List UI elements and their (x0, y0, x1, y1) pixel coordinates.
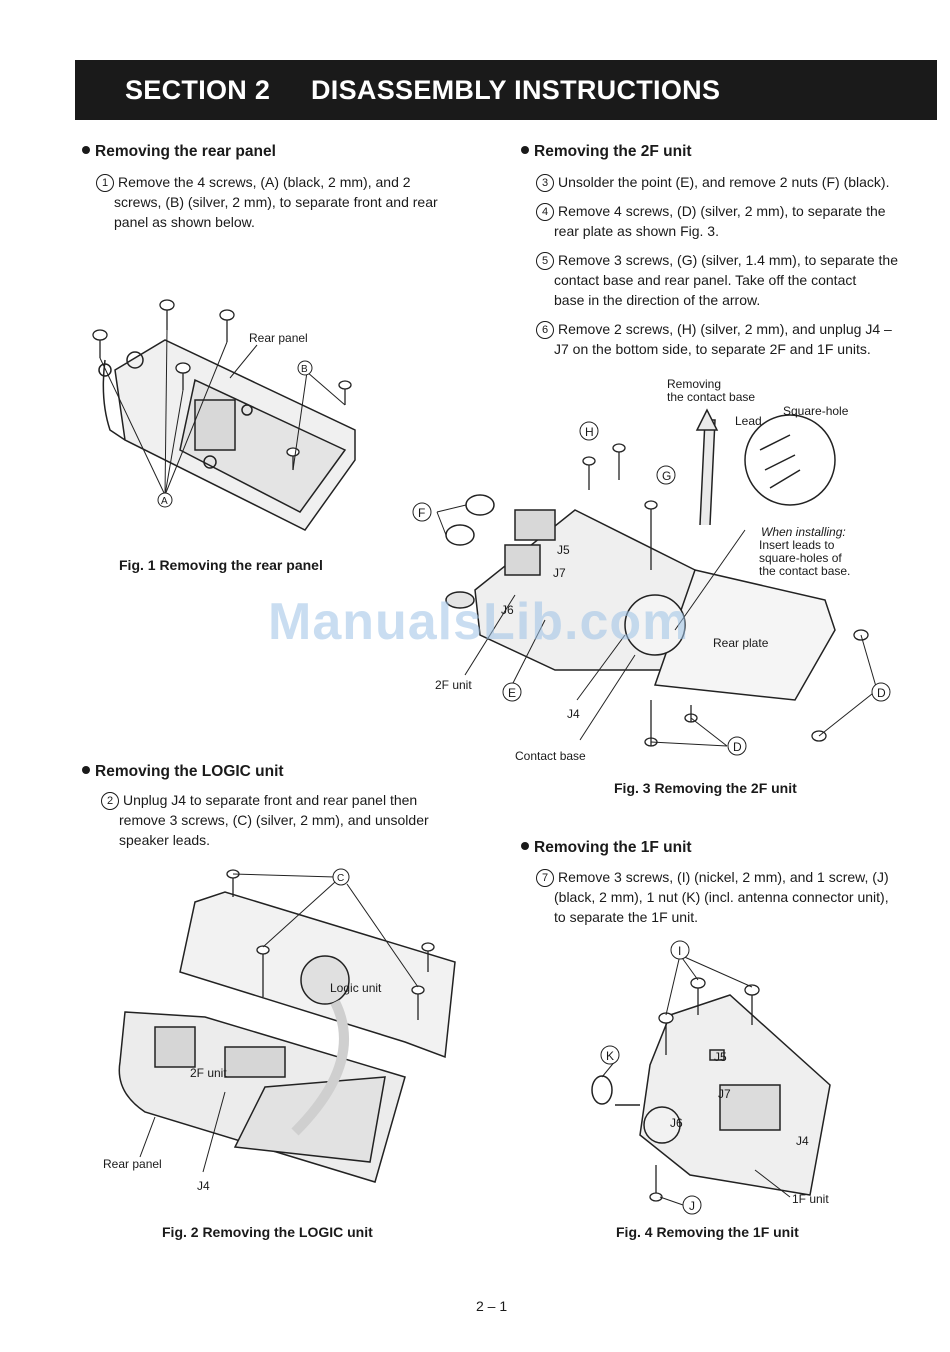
svg-text:Rear plate: Rear plate (713, 636, 769, 650)
screw-icon (256, 945, 270, 997)
heading-2f-unit: Removing the 2F unit (521, 143, 692, 161)
svg-text:D: D (877, 686, 886, 700)
svg-text:Square-hole: Square-hole (783, 404, 849, 418)
svg-text:J7: J7 (718, 1087, 731, 1101)
svg-text:Removing: Removing (667, 377, 721, 391)
svg-text:square-holes of: square-holes of (759, 551, 842, 565)
svg-text:Lead: Lead (735, 414, 762, 428)
screw-icon (175, 362, 191, 390)
heading-1f-unit: Removing the 1F unit (521, 839, 692, 857)
svg-text:J6: J6 (670, 1116, 683, 1130)
svg-text:Insert leads to: Insert leads to (759, 538, 835, 552)
svg-text:J: J (689, 1199, 695, 1213)
svg-text:G: G (662, 469, 671, 483)
screw-icon (744, 984, 760, 1025)
fig1-illustration: A B Rear panel (92, 299, 356, 531)
fig1-caption: Fig. 1 Removing the rear panel (119, 557, 323, 573)
heading-logic-unit: Removing the LOGIC unit (82, 763, 284, 781)
fig2-caption: Fig. 2 Removing the LOGIC unit (162, 1224, 373, 1240)
fig3-caption: Fig. 3 Removing the 2F unit (614, 780, 797, 796)
svg-text:2F unit: 2F unit (190, 1066, 227, 1080)
page-number: 2 – 1 (476, 1298, 508, 1314)
screw-icon (159, 299, 175, 330)
svg-text:E: E (508, 686, 516, 700)
svg-text:the contact base.: the contact base. (759, 564, 850, 578)
screw-icon (338, 380, 352, 405)
svg-text:J6: J6 (501, 603, 514, 617)
svg-text:B: B (301, 364, 308, 375)
section-title: DISASSEMBLY INSTRUCTIONS (311, 75, 721, 105)
svg-text:J5: J5 (557, 543, 570, 557)
svg-text:Contact base: Contact base (515, 749, 586, 763)
screw-icon (644, 500, 658, 570)
svg-text:Rear panel: Rear panel (249, 331, 308, 345)
svg-text:J4: J4 (796, 1134, 809, 1148)
fig2-illustration: C Logic unit 2F unit Rear panel J4 (103, 868, 456, 1193)
svg-text:J4: J4 (567, 707, 580, 721)
svg-text:2F unit: 2F unit (435, 678, 472, 692)
section-number: SECTION 2 (125, 75, 271, 105)
svg-text:C: C (337, 873, 344, 884)
screw-icon (644, 700, 658, 747)
screw-icon (219, 309, 235, 342)
svg-text:F: F (418, 506, 425, 520)
svg-text:Logic unit: Logic unit (330, 981, 382, 995)
screw-icon (690, 977, 706, 1015)
screw-icon (649, 1165, 663, 1202)
svg-text:K: K (606, 1049, 614, 1063)
svg-text:Rear panel: Rear panel (103, 1157, 162, 1171)
svg-text:When installing:: When installing: (761, 525, 846, 539)
screw-icon (684, 705, 698, 723)
svg-text:J5: J5 (714, 1050, 727, 1064)
fig4-illustration: I K J J5 J7 J6 J4 1F unit (591, 940, 831, 1215)
svg-text:H: H (585, 425, 594, 439)
fig3-illustration: H G F E D D Removing the contact base Le… (412, 377, 891, 763)
screw-icon (411, 985, 425, 1020)
heading-rear-panel: Removing the rear panel (82, 143, 276, 161)
screw-icon (582, 456, 596, 490)
watermark: ManualsLib.com (268, 593, 690, 651)
screw-icon (421, 942, 435, 972)
svg-text:J4: J4 (197, 1179, 210, 1193)
svg-text:I: I (678, 944, 681, 958)
fig4-caption: Fig. 4 Removing the 1F unit (616, 1224, 799, 1240)
screw-icon (612, 443, 626, 480)
svg-text:J7: J7 (553, 566, 566, 580)
screw-icon (92, 329, 108, 358)
svg-text:D: D (733, 740, 742, 754)
svg-text:A: A (161, 496, 168, 507)
section-header: SECTION 2 DISASSEMBLY INSTRUCTIONS (75, 60, 937, 120)
svg-text:the contact base: the contact base (667, 390, 755, 404)
svg-text:1F unit: 1F unit (792, 1192, 829, 1206)
